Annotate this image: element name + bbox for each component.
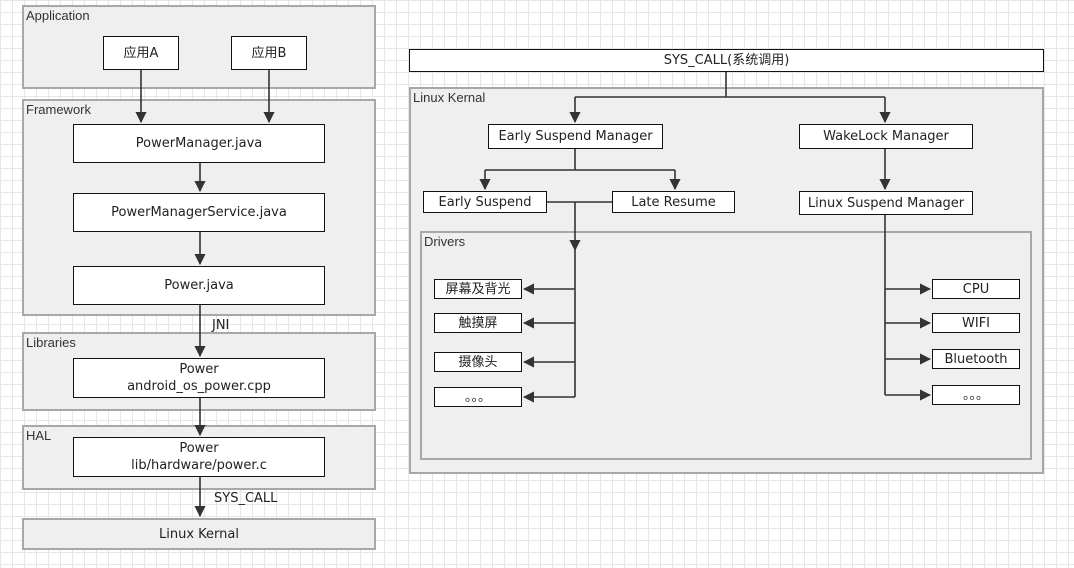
power-java-box[interactable]: Power.java [73,266,325,305]
libraries-power-box[interactable]: Power android_os_power.cpp [73,358,325,398]
application-layer: Application [22,5,376,89]
jni-label: JNI [212,318,230,333]
sys-call-bar[interactable]: SYS_CALL(系统调用) [409,49,1044,72]
linux-kernel-layer[interactable]: Linux Kernal [22,518,376,550]
hal-layer-title: HAL [26,428,52,443]
app-a-box[interactable]: 应用A [103,36,179,70]
power-manager-service-box[interactable]: PowerManagerService.java [73,193,325,232]
hal-power-box[interactable]: Power lib/hardware/power.c [73,437,325,477]
drivers-layer: Drivers [420,231,1032,460]
framework-layer-title: Framework [26,102,92,117]
application-layer-title: Application [26,8,90,23]
early-suspend-manager-box[interactable]: Early Suspend Manager [488,124,663,149]
app-b-box[interactable]: 应用B [231,36,307,70]
driver-camera-box[interactable]: 摄像头 [434,352,522,372]
early-suspend-box[interactable]: Early Suspend [423,191,547,213]
sys-call-label: SYS_CALL [214,491,278,506]
driver-cpu-box[interactable]: CPU [932,279,1020,299]
driver-more-right-box[interactable]: 。。。 [932,385,1020,405]
linux-kernel-label: Linux Kernal [159,526,239,542]
driver-screen-backlight-box[interactable]: 屏幕及背光 [434,279,522,299]
driver-touchscreen-box[interactable]: 触摸屏 [434,313,522,333]
driver-more-left-box[interactable]: 。。。 [434,387,522,407]
late-resume-box[interactable]: Late Resume [612,191,735,213]
wakelock-manager-box[interactable]: WakeLock Manager [799,124,973,149]
drivers-layer-title: Drivers [424,234,466,249]
libraries-layer-title: Libraries [26,335,76,350]
kernel-layer-title: Linux Kernal [413,90,486,105]
power-manager-box[interactable]: PowerManager.java [73,124,325,163]
driver-bluetooth-box[interactable]: Bluetooth [932,349,1020,369]
driver-wifi-box[interactable]: WIFI [932,313,1020,333]
linux-suspend-manager-box[interactable]: Linux Suspend Manager [799,191,973,215]
